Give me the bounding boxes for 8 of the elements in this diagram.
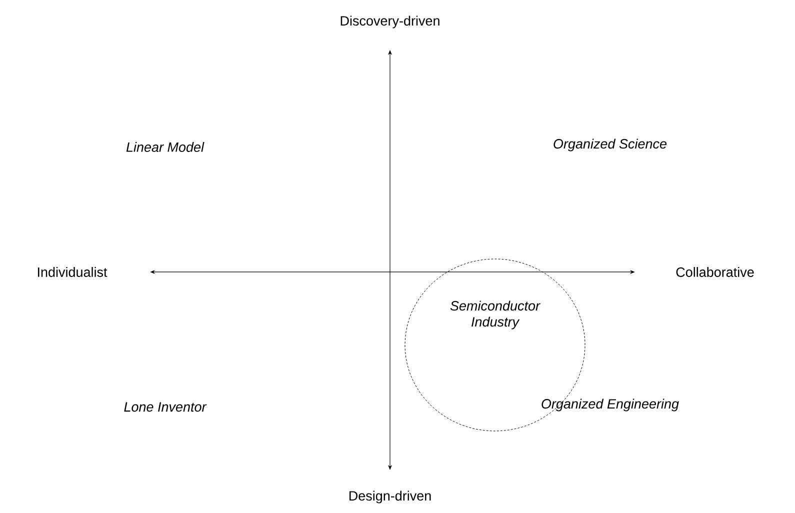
axis-label: Design-driven (349, 490, 431, 504)
quadrant-label: Organized Engineering (542, 398, 679, 412)
quadrant-label: Lone Inventor (124, 402, 207, 412)
quadrant-label: Organized Science (554, 138, 666, 152)
axis-label: Discovery-driven (340, 16, 440, 28)
quadrant-label: Linear Model (126, 142, 204, 152)
axis-label: Individualist (38, 267, 108, 277)
axis-label: Collaborative (676, 267, 754, 277)
